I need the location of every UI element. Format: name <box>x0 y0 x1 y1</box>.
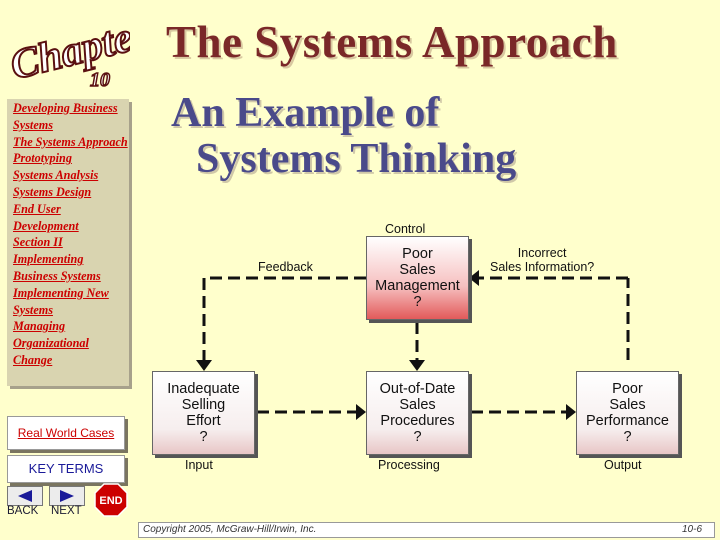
slide-title: The Systems Approach <box>166 17 618 67</box>
next-label: NEXT <box>51 505 82 517</box>
menu-item-end-user[interactable]: End User Development <box>13 201 79 233</box>
incorrect-info-label: Incorrect Sales Information? <box>490 246 595 274</box>
input-box-text: Inadequate Selling Effort ? <box>167 381 240 445</box>
menu-item-systems-approach[interactable]: The Systems Approach <box>13 134 128 149</box>
chapter-menu: Developing Business Systems The Systems … <box>7 99 129 386</box>
back-label: BACK <box>7 505 39 517</box>
processing-label: Processing <box>378 458 440 472</box>
output-label: Output <box>604 458 642 472</box>
left-panel: Chapter 10 Developing Business Systems T… <box>0 0 138 540</box>
arrow-into-process <box>409 360 425 371</box>
output-box: Poor Sales Performance ? <box>576 371 679 455</box>
management-box-text: Poor Sales Management ? <box>375 246 460 310</box>
next-button[interactable] <box>49 486 85 506</box>
menu-item-managing-change[interactable]: Managing Organizational Change <box>13 319 89 367</box>
process-box: Out-of-Date Sales Procedures ? <box>366 371 469 455</box>
arrow-into-process-left <box>356 404 366 420</box>
input-label: Input <box>185 458 213 472</box>
real-world-cases-button[interactable]: Real World Cases <box>7 416 125 450</box>
back-arrow-icon <box>18 490 32 502</box>
menu-item-section-ii[interactable]: Section II <box>13 235 63 250</box>
footer-bar: Copyright 2005, McGraw-Hill/Irwin, Inc. … <box>138 522 715 538</box>
key-terms-button[interactable]: KEY TERMS <box>7 455 125 483</box>
menu-item-implementing-business[interactable]: Implementing Business Systems <box>13 252 101 283</box>
output-box-text: Poor Sales Performance ? <box>585 381 669 445</box>
slide-subtitle-line1: An Example of <box>171 90 440 136</box>
menu-item-systems-design[interactable]: Systems Design <box>13 184 92 199</box>
page-number: 10-6 <box>681 524 702 535</box>
end-button[interactable]: END <box>94 483 128 517</box>
menu-item-prototyping[interactable]: Prototyping <box>13 151 72 166</box>
chapter-number: 10 <box>90 69 110 91</box>
copyright-text: Copyright 2005, McGraw-Hill/Irwin, Inc. <box>143 524 317 535</box>
process-box-text: Out-of-Date Sales Procedures ? <box>379 381 456 445</box>
arrow-into-input <box>196 360 212 371</box>
arrow-into-mgmt <box>469 270 479 286</box>
stop-sign-icon <box>94 483 128 517</box>
arrow-into-output <box>566 404 576 420</box>
chapter-logo: Chapter 10 <box>5 9 130 91</box>
control-label: Control <box>385 222 426 236</box>
next-arrow-icon <box>60 490 74 502</box>
feedback-label: Feedback <box>258 260 313 274</box>
input-box: Inadequate Selling Effort ? <box>152 371 255 455</box>
menu-item-developing[interactable]: Developing Business Systems <box>13 101 118 132</box>
management-box: Poor Sales Management ? <box>366 236 469 320</box>
slide-subtitle-line2: Systems Thinking <box>196 136 517 182</box>
end-label: END <box>99 495 122 507</box>
menu-item-implementing-new[interactable]: Implementing New Systems <box>13 285 109 317</box>
back-button[interactable] <box>7 486 43 506</box>
menu-item-systems-analysis[interactable]: Systems Analysis <box>13 168 99 183</box>
